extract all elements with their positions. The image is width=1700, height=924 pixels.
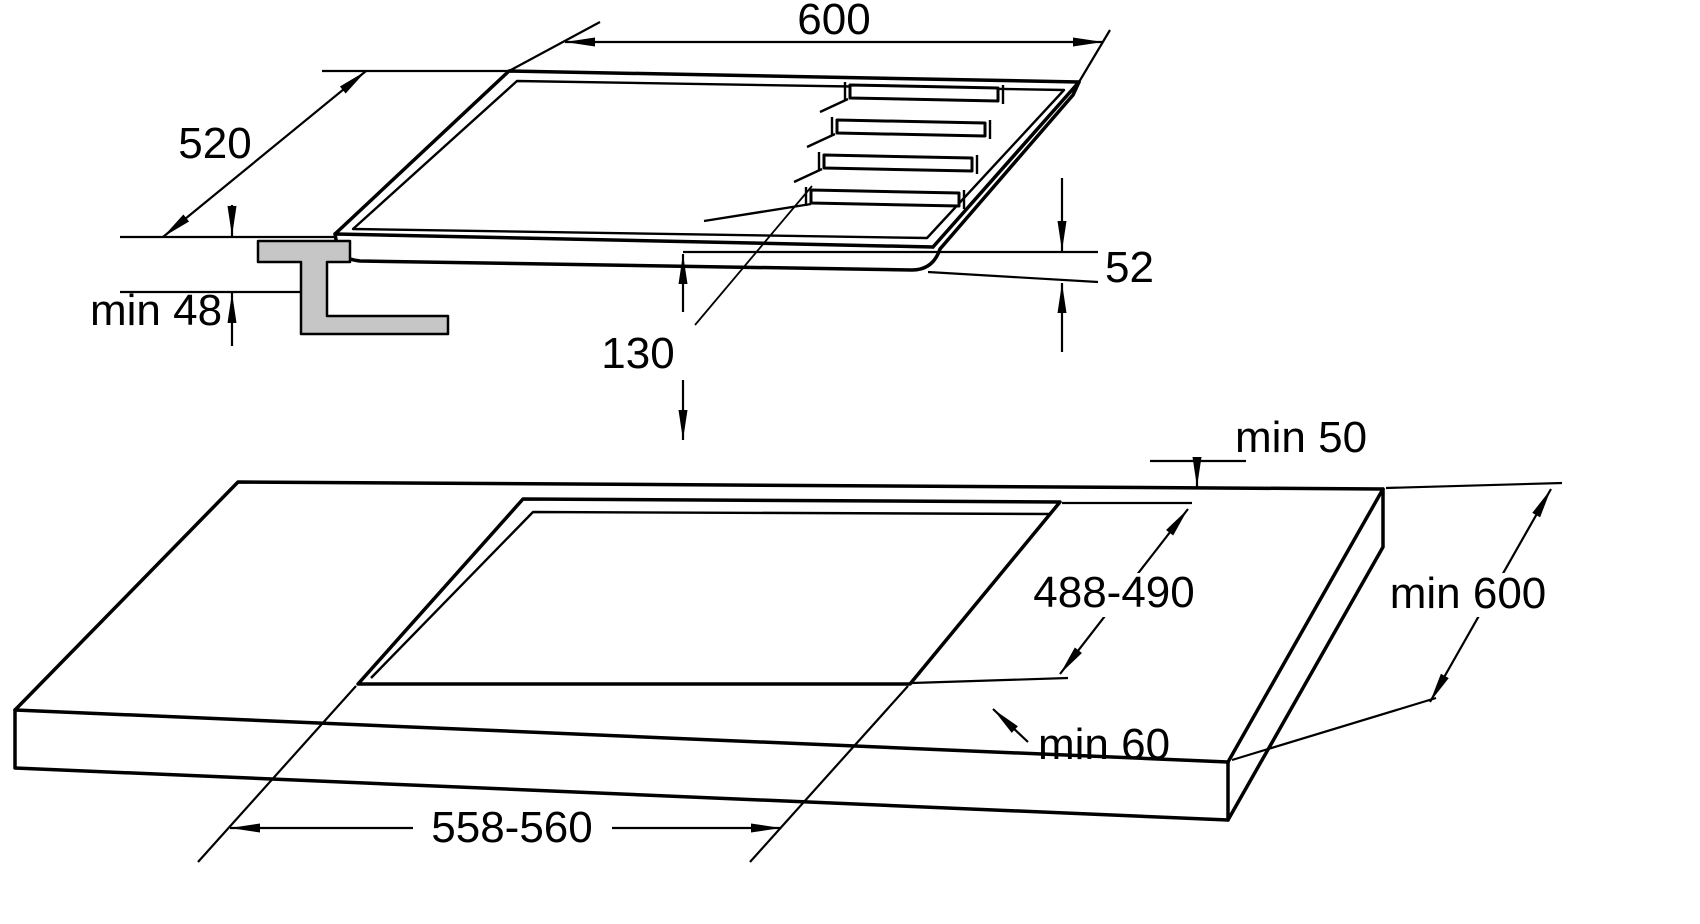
grate-bar-stub <box>793 167 823 184</box>
grate-bar <box>809 188 961 208</box>
grate-bar <box>822 153 974 173</box>
grate-bar <box>835 118 987 138</box>
cutout-depth-label: 488-490 <box>1033 568 1194 617</box>
dim-cutout-depth: 488-490 <box>911 501 1199 685</box>
grate-frame-front <box>703 202 812 223</box>
dim-connection-offset: 130 <box>601 185 813 440</box>
label-background <box>1029 573 1199 617</box>
dimension-line <box>162 70 367 238</box>
mounting-thickness-label: min 48 <box>90 286 222 335</box>
grate-bar-stub <box>819 97 849 114</box>
hob-width-label: 600 <box>797 0 870 44</box>
extension-line <box>1078 29 1111 83</box>
extension-line <box>1385 481 1563 490</box>
hob-depth-label: 520 <box>178 119 251 168</box>
hob-front-top-edge <box>333 232 935 249</box>
grate-bar-stub <box>806 132 836 149</box>
hob-grates <box>703 82 1005 223</box>
dim-hob-depth: 520 <box>162 70 367 238</box>
extension-line <box>197 685 357 863</box>
worktop-depth-label: min 600 <box>1390 569 1547 618</box>
dim-hob-width: 600 <box>508 0 1111 83</box>
extension-line <box>508 21 601 72</box>
cutout-inner-wall <box>370 510 1051 679</box>
worktop-view <box>13 480 1385 822</box>
front-clearance-label: min 60 <box>1038 720 1170 769</box>
label-background <box>1386 573 1550 617</box>
connection-offset-label: 130 <box>601 329 674 378</box>
reference-line <box>927 270 1099 284</box>
dim-rear-clearance: min 50 <box>1150 413 1367 487</box>
bracket-shape <box>256 239 450 336</box>
extension-line <box>749 685 909 863</box>
cutout <box>356 497 1062 686</box>
cutout-opening <box>356 497 1062 686</box>
worktop-right-top-edge <box>1226 487 1385 764</box>
grate-bar <box>848 83 1000 103</box>
dimension-arrow <box>992 708 1029 743</box>
cutout-width-label: 558-560 <box>431 803 592 852</box>
hob-inner-rim <box>351 79 1066 240</box>
worktop-front-top-edge <box>13 708 1230 764</box>
rear-clearance-label: min 50 <box>1235 413 1367 462</box>
hob-right-top-edge <box>931 80 1081 249</box>
dim-worktop-depth: min 600 <box>1231 481 1563 762</box>
hob-view <box>333 69 1081 272</box>
dim-mounting-thickness: min 48 <box>90 205 237 346</box>
hob-height-label: 52 <box>1105 243 1154 292</box>
extension-line <box>1231 696 1437 762</box>
mounting-bracket <box>256 239 450 336</box>
dim-front-clearance: min 60 <box>992 708 1170 769</box>
leader-line <box>694 185 813 326</box>
dim-hob-height: 52 <box>683 178 1154 352</box>
extension-line <box>911 676 1069 685</box>
dim-cutout-width: 558-560 <box>197 685 909 863</box>
